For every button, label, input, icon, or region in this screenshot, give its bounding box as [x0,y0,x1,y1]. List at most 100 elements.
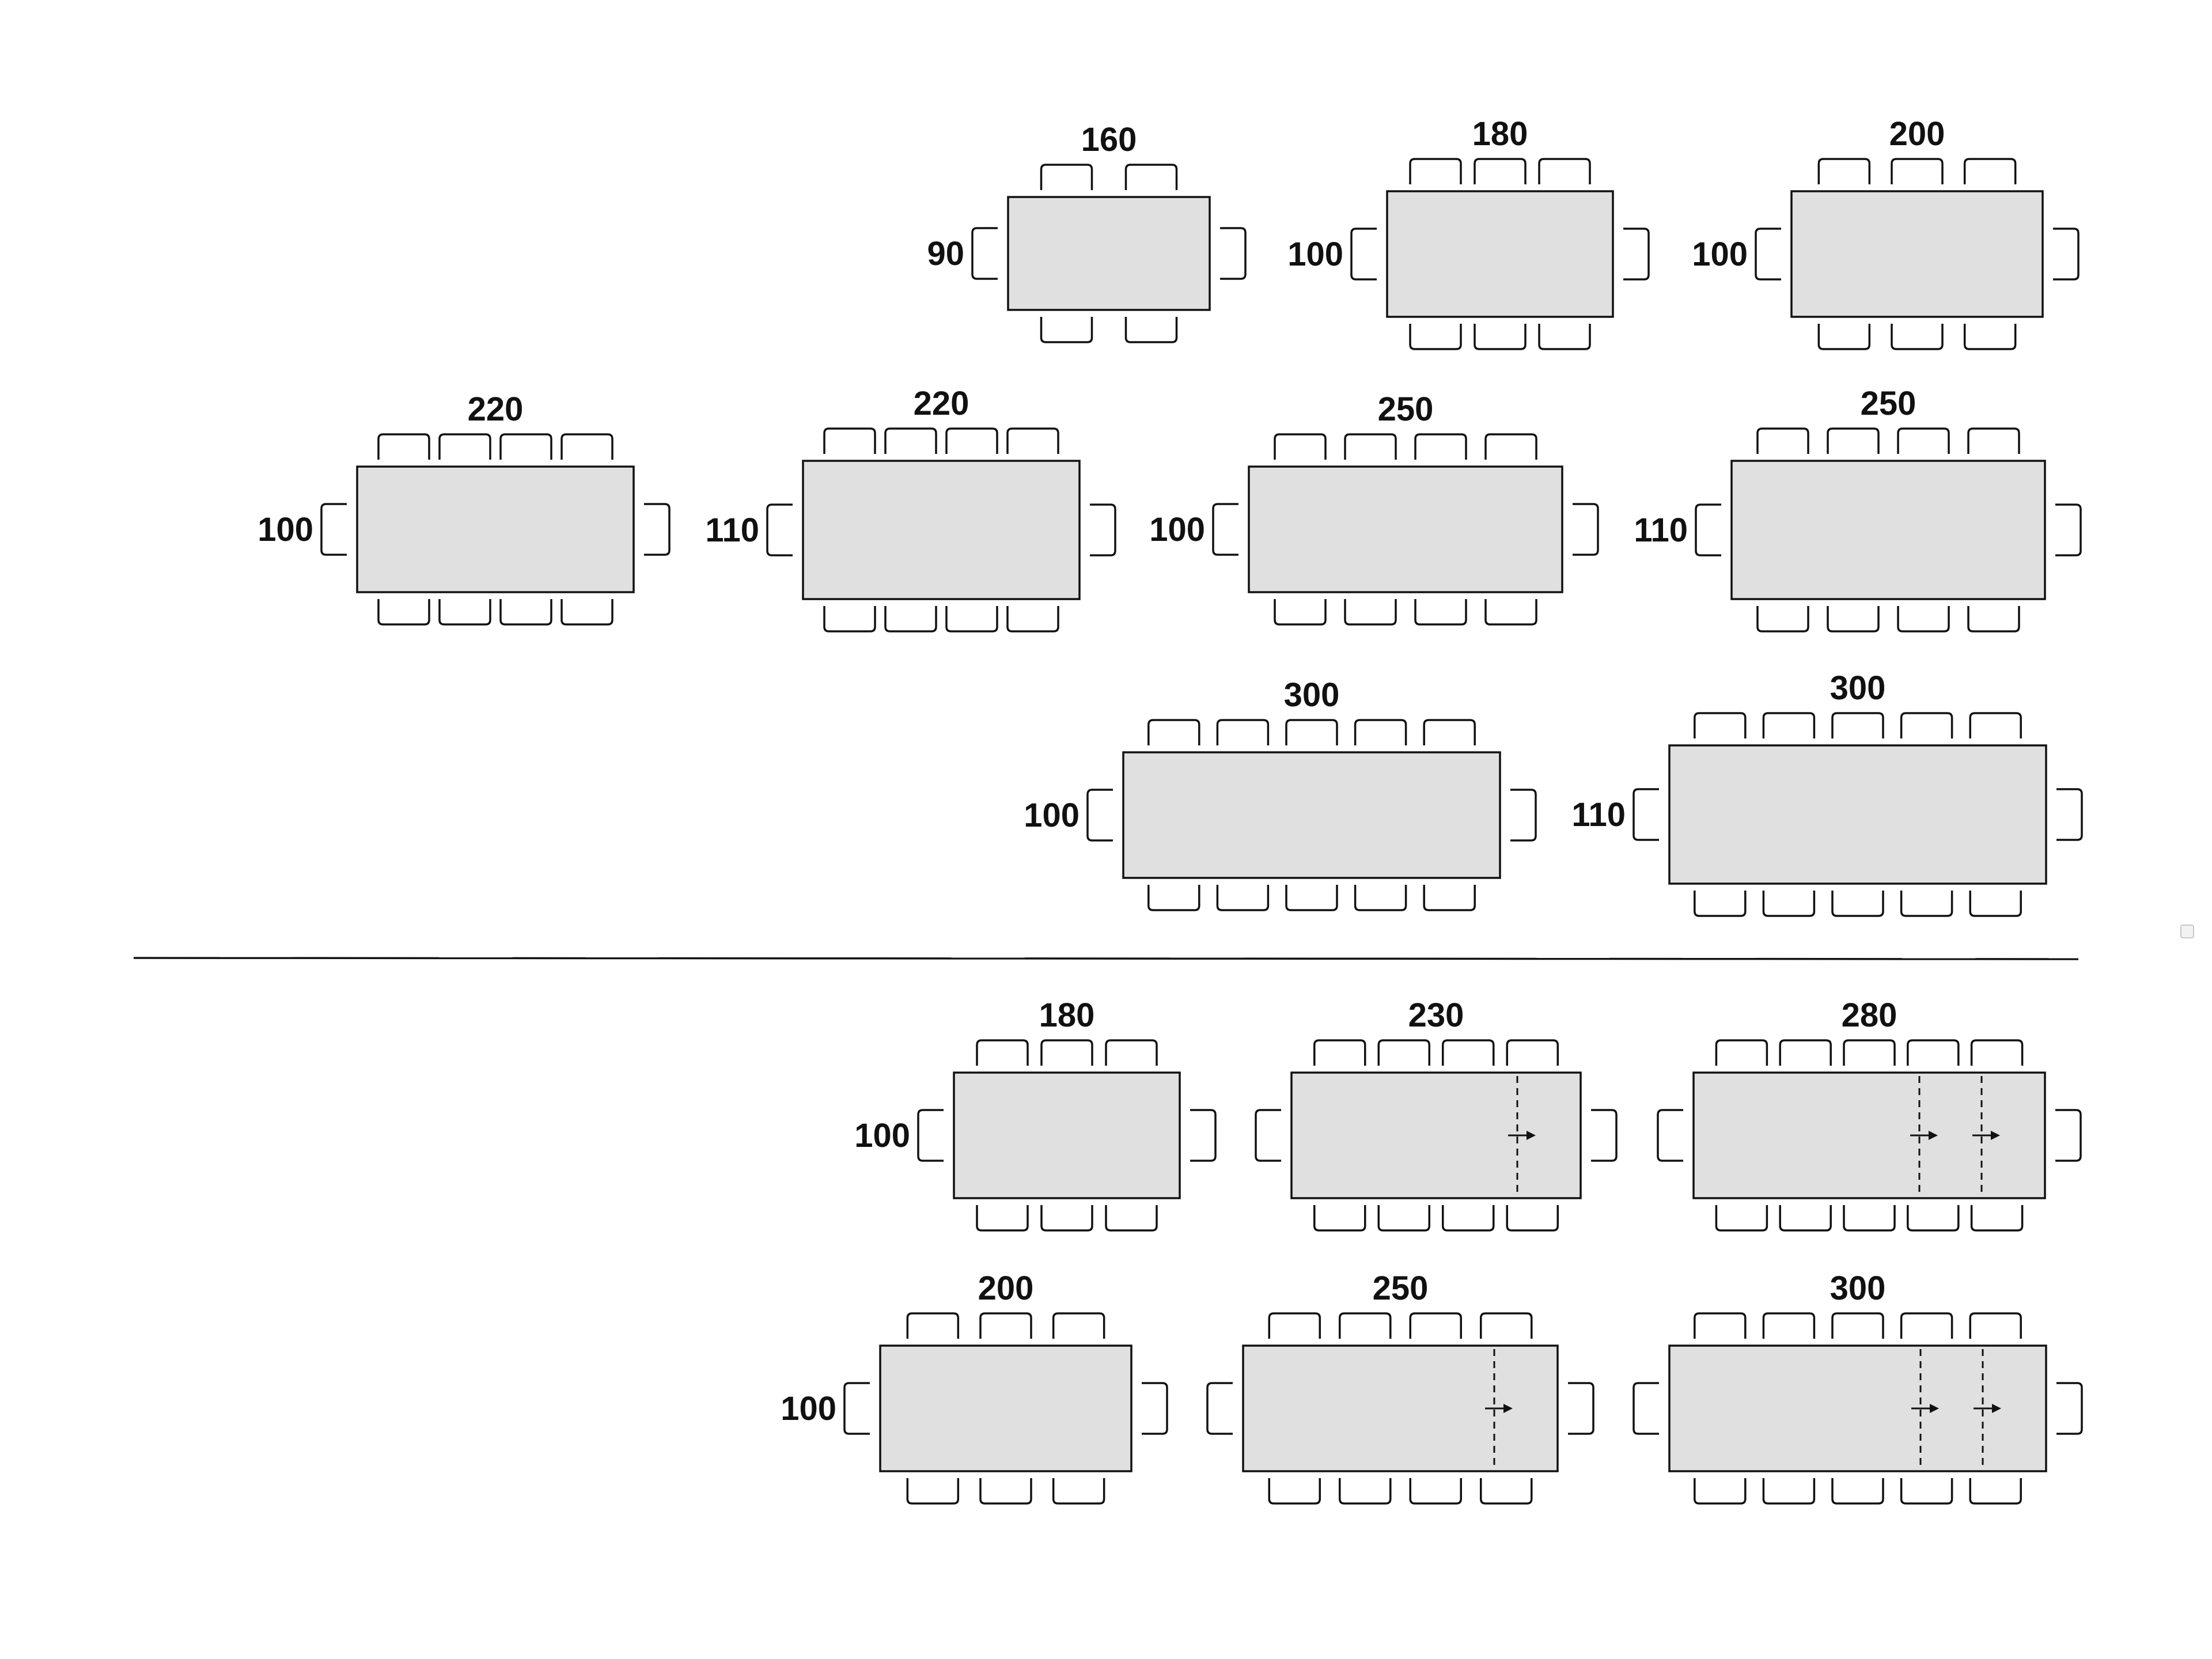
chair-bottom [945,606,998,632]
extension-arrow-head [1929,1131,1938,1140]
chair-top [1831,712,1884,738]
chair-top [1006,427,1059,454]
chair-bottom [1377,1205,1430,1232]
chair-bottom [1052,1478,1105,1505]
fixed-tables-section: 1609018010020010022010022011025010025011… [257,115,2083,917]
extension-arrow-head [1930,1404,1939,1413]
extension-arrow-head [1991,1131,2000,1140]
extension-arrow-head [1992,1404,2001,1413]
chair-bottom [1963,324,2017,350]
chair-top [1216,719,1270,745]
extension-arrow-head [1527,1131,1536,1140]
chair-left-end [1695,503,1721,556]
chair-bottom [1694,1478,1747,1505]
chair-top [1817,158,1871,184]
chair-bottom [1147,885,1200,911]
chair-bottom [1762,891,1816,917]
chair-left-end [1086,789,1113,842]
table-width-label: 100 [1149,511,1205,548]
chair-right-end [2055,1109,2082,1162]
chair-bottom [1900,891,1953,917]
chair-top [906,1312,960,1339]
table-width-label: 110 [1634,512,1688,549]
chair-top [1484,433,1537,460]
table-width-label: 100 [781,1390,836,1427]
table-length-label: 230 [1408,997,1464,1034]
chair-bottom [1344,599,1397,626]
chair-bottom [438,599,491,626]
chair-left-end [1212,503,1238,556]
extension-arrow-head [1503,1404,1513,1413]
chair-left-end [1657,1109,1683,1162]
chair-top [1409,158,1462,184]
chair-bottom [1843,1205,1896,1232]
table-length-label: 200 [978,1270,1034,1307]
chair-right-end [1220,227,1247,280]
corner-mark [2180,925,2194,938]
chair-bottom [884,606,937,632]
table-width-label: 110 [705,512,759,549]
chair-top [1969,712,2022,738]
chair-top [1040,164,1093,190]
chair-bottom [823,606,876,632]
chair-top [1891,158,1944,184]
chair-bottom [1274,599,1327,626]
chair-bottom [1484,599,1537,626]
table-layout: 250 [1206,1270,1594,1505]
table-layout: 230 [1255,997,1618,1232]
chair-top [1442,1039,1495,1066]
chair-left-end [971,227,998,280]
chair-top [1040,1039,1093,1066]
chair-top [1480,1312,1533,1339]
chair-left-end [843,1382,870,1435]
chair-bottom [1414,599,1467,626]
chair-bottom [1409,1478,1462,1505]
chair-left-end [917,1109,944,1162]
chair-left-end [320,503,347,556]
chair-top [1831,1312,1884,1339]
table-length-label: 160 [1081,121,1137,158]
chair-right-end [1623,228,1650,281]
chair-right-end [2056,1382,2083,1435]
chair-bottom [1313,1205,1366,1232]
chair-top [1339,1312,1392,1339]
chair-top [976,1039,1029,1066]
table-length-label: 300 [1284,676,1340,714]
chair-bottom [1354,885,1407,911]
chair-top [1756,427,1809,454]
chair-bottom [1006,606,1059,632]
chair-top [823,427,876,454]
chair-top [1052,1312,1105,1339]
chair-top [1907,1039,1960,1066]
chair-bottom [499,599,552,626]
chair-top [1762,1312,1816,1339]
table-width-label: 90 [927,235,964,272]
chair-bottom [1474,324,1527,350]
chair-right-end [1142,1382,1168,1435]
chair-bottom [1715,1205,1768,1232]
chair-top [560,433,613,460]
chair-bottom [1409,324,1462,350]
chair-bottom [377,599,430,626]
chair-left-end [1755,228,1781,281]
chair-top [1694,1312,1747,1339]
chair-top [1762,712,1816,738]
chair-top [1969,1312,2022,1339]
chair-top [1147,719,1200,745]
table-length-label: 280 [1842,997,1897,1034]
table-top [1290,1071,1582,1199]
chair-left-end [1633,788,1659,841]
table-length-label: 300 [1830,1270,1886,1307]
chair-bottom [1040,1205,1093,1232]
table-length-label: 250 [1378,391,1434,428]
chair-top [438,433,491,460]
chair-bottom [1538,324,1591,350]
table-length-label: 220 [468,391,524,428]
chair-top [1414,433,1467,460]
chair-top [1900,1312,1953,1339]
chair-bottom [976,1205,1029,1232]
